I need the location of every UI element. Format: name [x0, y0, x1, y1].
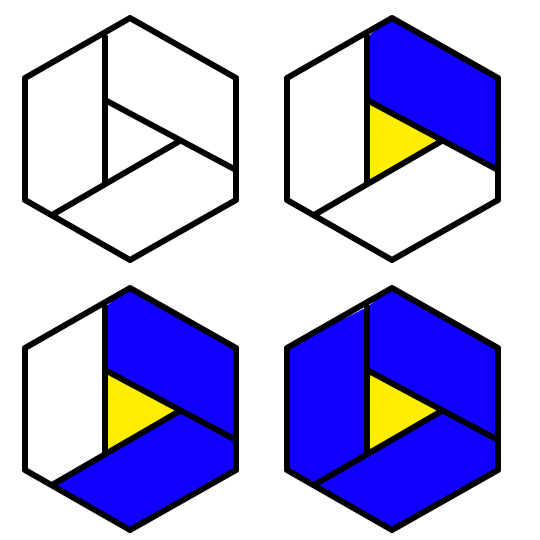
divider-line [102, 367, 239, 443]
left-region [25, 37, 105, 215]
left-region [287, 307, 367, 485]
panel-step-3 [22, 285, 239, 533]
hexagon-outline [284, 285, 501, 533]
upper-right-region [367, 18, 498, 170]
upper-right-region [105, 18, 236, 170]
hexagon-outline [284, 15, 501, 263]
divider-line [311, 409, 443, 488]
panel-step-4 [284, 285, 501, 533]
divider-line [364, 367, 501, 443]
upper-right-region [367, 288, 498, 440]
divider-line [49, 409, 181, 488]
hexagon-outline [22, 15, 239, 263]
divider-line [311, 139, 443, 218]
divider-line [364, 97, 501, 173]
hexagon-outline [22, 285, 239, 533]
bottom-region [314, 412, 498, 530]
left-region [287, 37, 367, 215]
bottom-region [52, 412, 236, 530]
bottom-region [314, 142, 498, 260]
center-triangle [105, 100, 178, 183]
divider-line [49, 139, 181, 218]
center-triangle [367, 100, 440, 183]
divider-line [102, 97, 239, 173]
center-triangle [105, 370, 178, 453]
upper-right-region [105, 288, 236, 440]
panel-step-1 [22, 15, 239, 263]
left-region [25, 307, 105, 485]
bottom-region [52, 142, 236, 260]
panel-step-2 [284, 15, 501, 263]
center-triangle [367, 370, 440, 453]
